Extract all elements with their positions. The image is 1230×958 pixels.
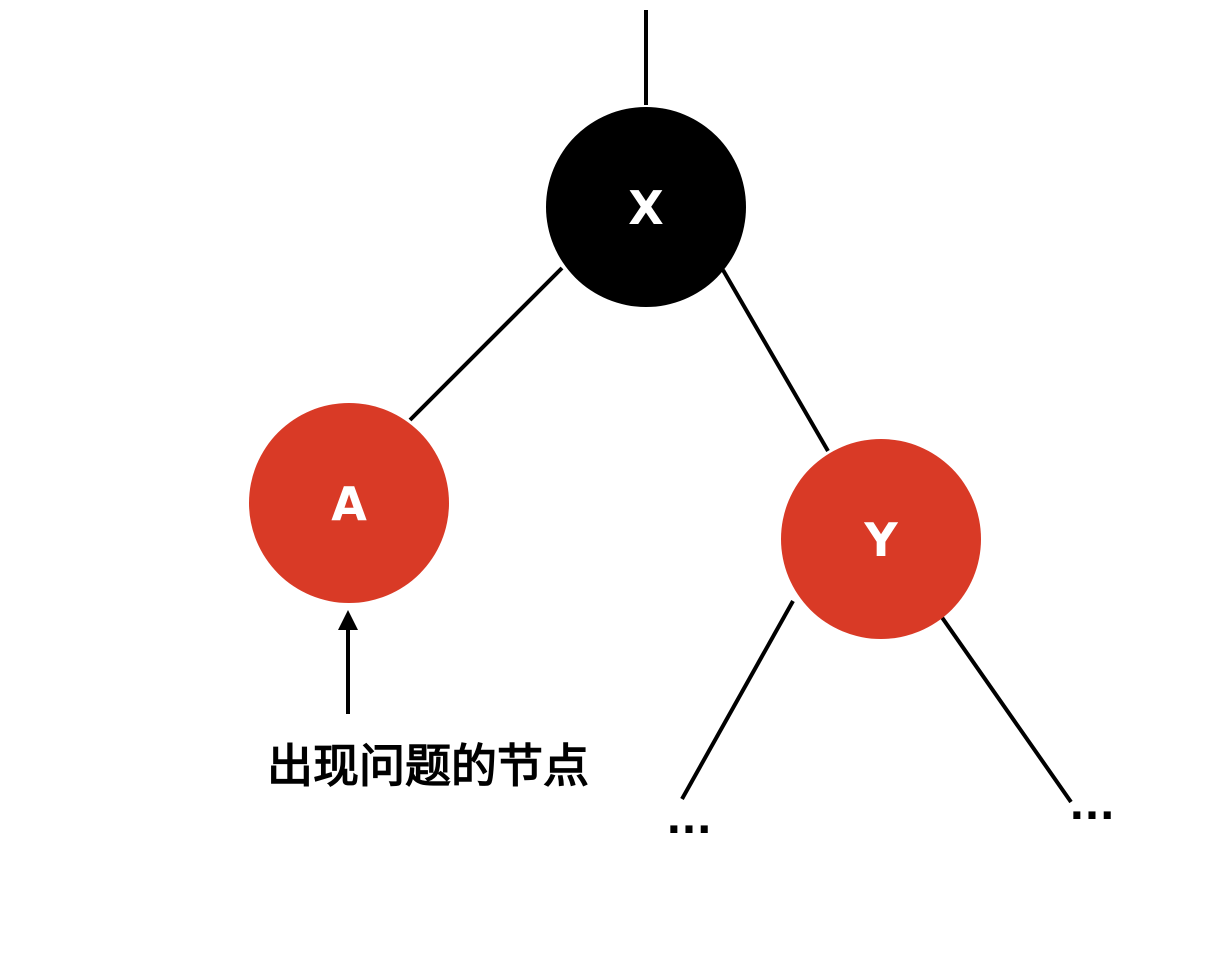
annotation-arrow [338,610,358,714]
node-y-label: Y [863,513,898,567]
annotation-caption: 出现问题的节点 [267,739,589,793]
edge-x-to-a [408,266,564,422]
annotation-arrow-head [338,610,358,630]
edge-x-to-y [721,268,830,453]
node-a-label: A [331,477,367,531]
node-y-circle [781,439,981,639]
right-subtree-ellipsis: ... [1069,783,1115,829]
edge-y-to-right-subtree [939,614,1073,804]
edge-y-to-left-subtree [680,600,795,800]
node-x-circle [546,107,746,307]
node-a: A [249,403,449,603]
left-subtree-ellipsis: ... [666,797,712,843]
node-x-label: X [628,181,663,235]
node-y: Y [781,439,981,639]
node-a-circle [249,403,449,603]
node-x: X [546,107,746,307]
